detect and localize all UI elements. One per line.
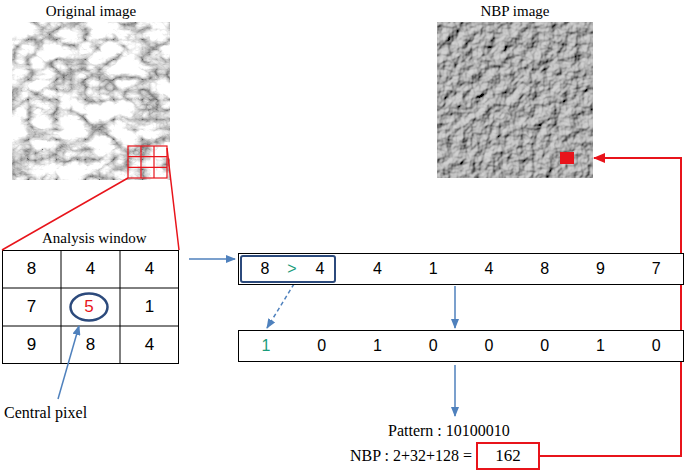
formula-label: NBP : 2+32+128 =	[350, 447, 472, 465]
cell-value: 4	[145, 335, 154, 355]
text-holder: 4	[120, 250, 179, 288]
cell-value: 4	[145, 259, 154, 279]
bit-cell: 0	[540, 337, 549, 355]
compare-value: 8	[261, 260, 270, 278]
connector	[189, 258, 235, 260]
panel-title: NBP image	[480, 3, 549, 20]
text-holder: 0	[517, 331, 573, 361]
panel-title: Original image	[46, 3, 136, 20]
bit-cell: 1	[429, 260, 438, 278]
compare-value: 4	[316, 260, 325, 278]
bit-cell: 1	[373, 337, 382, 355]
text-holder: 4	[303, 257, 337, 281]
text-holder: 4	[120, 326, 179, 364]
analysis-window: Analysis window844719845	[2, 228, 179, 364]
cell-value: 1	[145, 297, 154, 317]
text-holder: 1	[120, 288, 179, 326]
bit-cell: 9	[596, 260, 605, 278]
bit-cell: 1	[261, 337, 270, 355]
window-marker	[128, 146, 167, 178]
text-holder: 1	[405, 254, 461, 284]
image-panel: NBP image	[437, 2, 593, 180]
text-holder: 0	[461, 331, 517, 361]
comparison-box: 8 >4	[240, 255, 336, 283]
bit-cell: 4	[373, 260, 382, 278]
text-holder: Pattern : 10100010	[388, 420, 608, 442]
text-holder: 8	[517, 254, 573, 284]
window-title: Analysis window	[40, 230, 149, 247]
text-holder: Central pixel	[4, 402, 134, 424]
result-box: 162	[476, 442, 540, 470]
text-holder: 4	[461, 254, 517, 284]
text-holder: 8	[2, 250, 61, 288]
bit-cell: 0	[317, 337, 326, 355]
text-holder: 0	[405, 331, 461, 361]
leader-arrow	[58, 326, 79, 399]
cell-value: 8	[27, 259, 36, 279]
text-holder: Analysis window	[40, 228, 179, 250]
text-holder: 0	[294, 331, 350, 361]
connector	[2, 148, 179, 250]
text-holder: 1	[238, 331, 294, 361]
center-value: 5	[84, 297, 93, 317]
text-holder: 9	[573, 254, 629, 284]
text-holder: >	[283, 257, 301, 281]
text-holder: NBP : 2+32+128 =	[300, 445, 472, 467]
cell-value: 4	[86, 259, 95, 279]
connector	[267, 284, 294, 328]
text-holder: 1	[350, 331, 406, 361]
bit-cell: 1	[596, 337, 605, 355]
cell-value: 8	[86, 335, 95, 355]
pixel-marker	[560, 152, 574, 164]
text-holder: Original image	[12, 2, 170, 22]
cell-value: 7	[27, 297, 36, 317]
text-holder: 8	[61, 326, 120, 364]
neighbour-row: 4 1 4 8 9 7 8 >4	[238, 253, 684, 285]
text-holder: 8	[248, 257, 282, 281]
bark-image	[12, 22, 170, 180]
text-holder: 9	[2, 326, 61, 364]
text-holder: 7	[2, 288, 61, 326]
text-holder: 7	[628, 254, 684, 284]
callout-label: Central pixel	[4, 404, 87, 422]
text-holder: 5	[69, 292, 109, 322]
text-holder: 0	[628, 331, 684, 361]
flow-arrow	[454, 365, 456, 416]
pattern-label: Pattern : 10100010	[388, 422, 510, 440]
ellipse-outline	[71, 294, 108, 321]
central-pixel: 5	[69, 292, 109, 322]
text-holder: 1	[573, 331, 629, 361]
compare-sign: >	[287, 260, 296, 278]
bit-cell: 7	[652, 260, 661, 278]
window-grid	[3, 251, 179, 364]
connector	[540, 158, 681, 456]
nbp-value: 162	[495, 446, 521, 466]
text-holder: 4	[61, 250, 120, 288]
bit-cell: 8	[540, 260, 549, 278]
image-panel: Original image	[12, 2, 170, 182]
cell-value: 9	[27, 335, 36, 355]
bit-cell: 0	[429, 337, 438, 355]
bit-row: 1 0 1 0 0 0 1 0	[238, 330, 684, 362]
text-holder: NBP image	[437, 2, 593, 22]
text-holder: 162	[478, 444, 538, 468]
bit-cell: 0	[652, 337, 661, 355]
connector	[454, 286, 456, 328]
nbp-image	[437, 22, 593, 178]
bit-cell: 4	[484, 260, 493, 278]
bit-cell: 0	[484, 337, 493, 355]
text-holder: 4	[350, 254, 406, 284]
